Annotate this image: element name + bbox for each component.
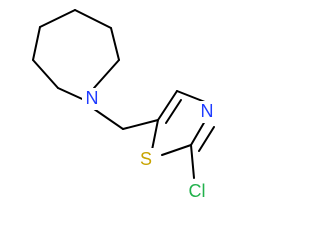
molecule-canvas: N N S Cl <box>32 9 217 204</box>
bond-azepane-5 <box>74 9 112 29</box>
bond-c2-s1 <box>161 144 192 156</box>
bond-c5-c4-inner <box>165 99 182 124</box>
bond-azepane-4 <box>39 9 76 28</box>
bond-c5-c4 <box>157 90 178 121</box>
thiazole-n-background <box>197 101 217 123</box>
bond-s1-c5 <box>151 119 159 151</box>
bond-n-ch2 <box>93 108 124 130</box>
thiazole-s-label: S <box>140 149 152 169</box>
amine-n-label: N <box>86 88 99 108</box>
bond-ch2-c5 <box>122 119 159 130</box>
chlorine-label: Cl <box>189 181 206 201</box>
molecule-structure: N N S Cl <box>32 9 217 204</box>
bond-n3-c2-inner <box>198 126 215 152</box>
bond-azepane-7 <box>93 59 120 89</box>
bond-n3-c2 <box>190 120 206 146</box>
thiazole-n-label: N <box>201 101 214 121</box>
bond-azepane-6 <box>110 27 120 61</box>
bond-azepane-3 <box>32 26 41 61</box>
chlorine-background <box>180 180 214 204</box>
bond-c2-cl <box>190 144 195 179</box>
amine-n-background <box>82 88 102 110</box>
thiazole-s-background <box>137 148 157 172</box>
bond-c4-n3 <box>176 90 206 103</box>
bond-azepane-2 <box>32 59 59 89</box>
